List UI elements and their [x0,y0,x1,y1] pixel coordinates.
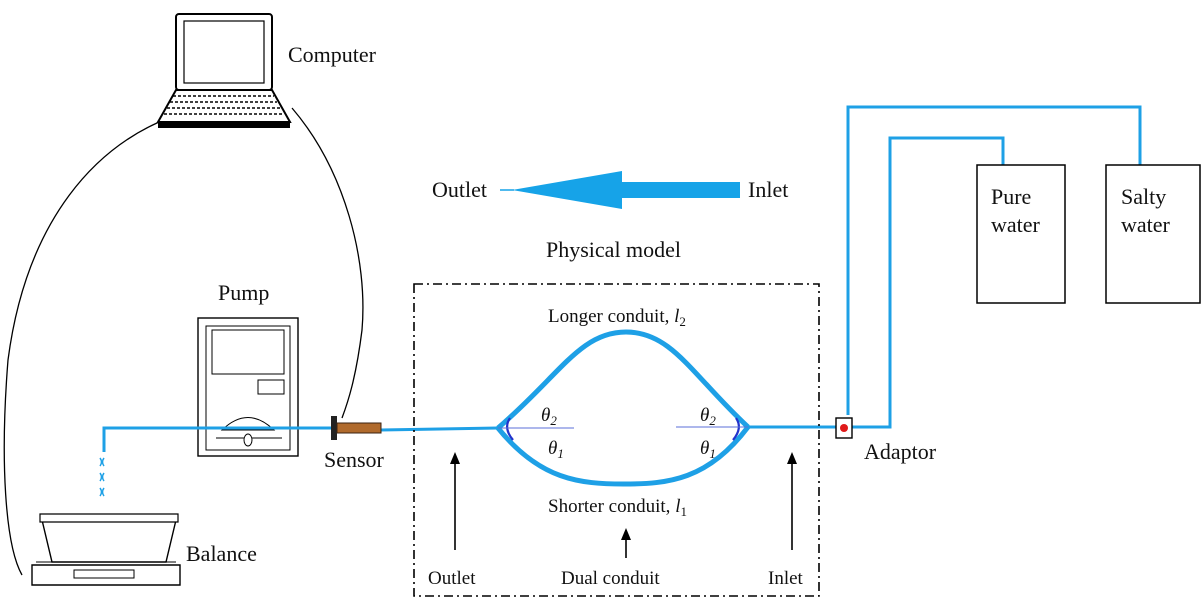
salty-water-label-line1: Salty [1121,184,1166,209]
data-cable [3,107,201,576]
theta2-left-label: θ2 [541,405,557,428]
flow-inlet-label: Inlet [748,177,788,202]
shorter-conduit-label: Shorter conduit, l1 [548,496,687,519]
theta2-right-label: θ2 [700,405,716,428]
longer-conduit-label: Longer conduit, l2 [548,306,686,329]
adaptor-label: Adaptor [864,439,937,464]
pure-water-label-line2: water [991,212,1041,237]
angle-markers [498,417,748,441]
sensor-label: Sensor [324,447,385,472]
pump-icon [197,317,299,457]
theta1-right-label: θ1 [700,438,716,461]
salty-water-label-line2: water [1121,212,1171,237]
left-arrow-icon [512,171,740,209]
longer-conduit [496,329,750,430]
shorter-conduit [496,425,750,487]
pure-water-label-line1: Pure [991,184,1031,209]
salty-water-tank [1105,164,1201,304]
physical-model-title: Physical model [546,237,681,262]
water-drips [99,457,105,497]
sensor-icon [331,416,382,440]
laptop-icon [156,13,292,128]
bottom-outlet-label: Outlet [428,568,476,589]
flow-outlet-label: Outlet [432,177,487,202]
balance-label: Balance [186,541,257,566]
pointer-arrows [450,452,797,558]
computer-label: Computer [288,42,377,67]
pump-label: Pump [218,280,269,305]
physical-model-box [413,283,820,597]
bottom-inlet-label: Inlet [768,568,804,589]
balance-scale-icon [31,513,181,586]
tubing [102,105,1142,452]
theta1-left-label: θ1 [548,438,564,461]
adaptor-valve-icon [835,417,853,439]
data-cable-sensor [291,107,364,419]
dual-conduit-label: Dual conduit [561,568,660,589]
pure-water-tank [976,164,1066,304]
